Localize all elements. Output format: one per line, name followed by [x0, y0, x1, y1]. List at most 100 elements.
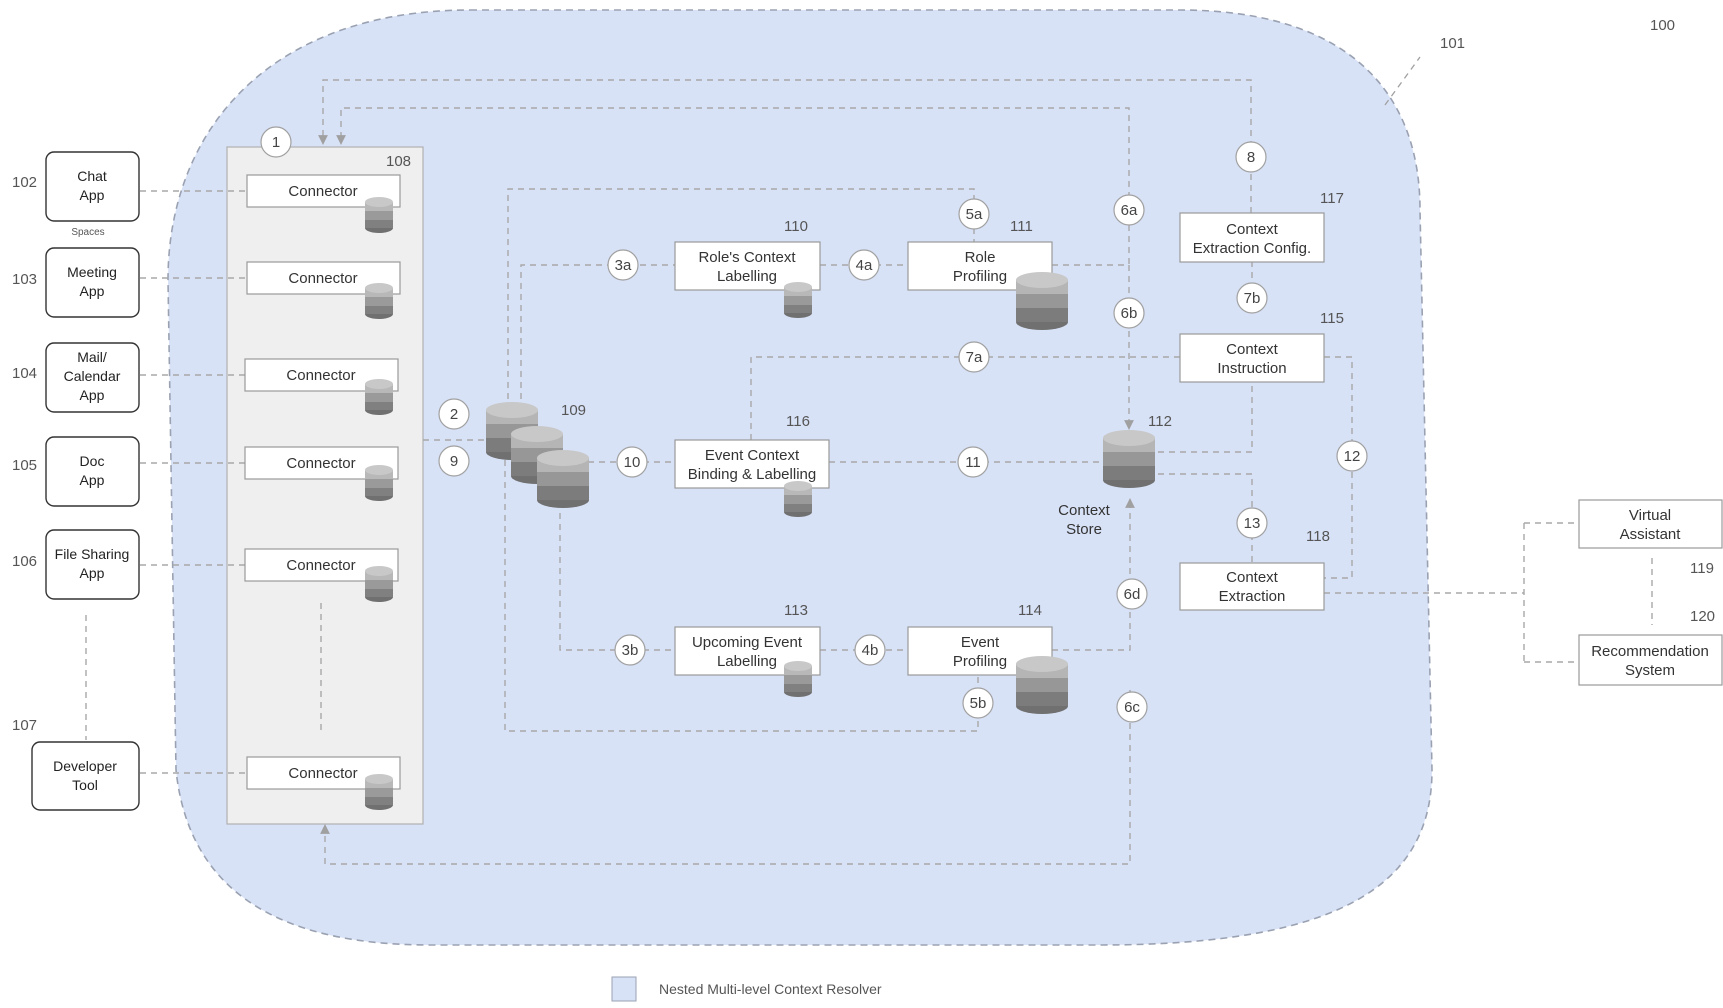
step-12: 12: [1336, 440, 1368, 472]
box-ref: 110: [784, 218, 808, 235]
svg-text:Context: Context: [1226, 341, 1279, 358]
step-4a: 4a: [848, 249, 880, 281]
step-3a: 3a: [607, 249, 639, 281]
database-icon: [365, 283, 393, 319]
event-context-binding[interactable]: Event Context Binding & Labelling 116: [674, 413, 830, 517]
context-extraction-config[interactable]: Context Extraction Config. 117: [1179, 190, 1344, 263]
database-icon: [1016, 272, 1068, 330]
step-9: 9: [438, 445, 470, 477]
database-icon: [1103, 430, 1155, 488]
svg-text:Virtual: Virtual: [1629, 507, 1671, 524]
svg-text:6d: 6d: [1124, 586, 1141, 603]
step-10: 10: [616, 446, 648, 478]
step-5a: 5a: [958, 198, 990, 230]
database-icon: [365, 566, 393, 602]
connector-meeting[interactable]: Connector: [246, 261, 401, 319]
svg-text:Connector: Connector: [288, 765, 357, 782]
legend-label: Nested Multi-level Context Resolver: [659, 981, 882, 997]
svg-text:Context: Context: [1226, 221, 1279, 238]
box-ref: 120: [1690, 608, 1715, 625]
app-chat[interactable]: Chat App 102: [12, 151, 140, 222]
box-ref: 119: [1690, 560, 1714, 577]
svg-text:Meeting: Meeting: [67, 264, 117, 280]
app-ref: 103: [12, 271, 37, 288]
svg-text:App: App: [80, 565, 105, 581]
box-ref: 113: [784, 602, 808, 619]
box-ref: 114: [1018, 602, 1042, 619]
figure-ref: 100: [1650, 17, 1675, 34]
svg-text:6a: 6a: [1121, 202, 1138, 219]
svg-text:System: System: [1625, 662, 1675, 679]
svg-text:Extraction: Extraction: [1219, 588, 1286, 605]
svg-text:File Sharing: File Sharing: [55, 546, 130, 562]
box-ref: 111: [1010, 218, 1033, 235]
context-extraction[interactable]: Context Extraction 118: [1179, 528, 1330, 611]
svg-text:Connector: Connector: [288, 183, 357, 200]
svg-text:4b: 4b: [862, 642, 879, 659]
role-context-labelling[interactable]: Role's Context Labelling 110: [674, 218, 821, 318]
svg-text:Event: Event: [961, 634, 1000, 651]
spaces-label: Spaces: [71, 227, 104, 238]
svg-text:7a: 7a: [966, 349, 983, 366]
context-store-ref: 112: [1148, 413, 1172, 430]
box-ref: 118: [1306, 528, 1330, 545]
step-2: 2: [438, 398, 470, 430]
event-profiling[interactable]: Event Profiling 114: [907, 602, 1068, 714]
app-mail-calendar[interactable]: Mail/ Calendar App 104: [12, 342, 140, 413]
developer-tool[interactable]: Developer Tool 107: [12, 717, 140, 811]
app-ref: 105: [12, 457, 37, 474]
context-instruction[interactable]: Context Instruction 115: [1179, 310, 1344, 383]
app-ref: 106: [12, 553, 37, 570]
svg-text:Role: Role: [965, 249, 996, 266]
svg-text:6c: 6c: [1124, 699, 1140, 716]
database-icon: [365, 465, 393, 501]
connector-chat[interactable]: Connector: [246, 174, 401, 233]
hub-ref: 109: [561, 402, 586, 419]
svg-text:Recommendation: Recommendation: [1591, 643, 1709, 660]
step-6d: 6d: [1116, 578, 1148, 610]
connector-file-sharing[interactable]: Connector: [244, 548, 399, 602]
svg-text:Profiling: Profiling: [953, 268, 1007, 285]
svg-text:Doc: Doc: [80, 453, 105, 469]
database-icon: [365, 379, 393, 415]
connector-doc[interactable]: Connector: [244, 446, 399, 501]
svg-text:5b: 5b: [970, 695, 987, 712]
database-icon: [784, 481, 812, 517]
svg-text:10: 10: [624, 454, 641, 471]
svg-text:Mail/: Mail/: [77, 349, 107, 365]
developer-tool-ref: 107: [12, 717, 37, 734]
role-profiling[interactable]: Role Profiling 111: [907, 218, 1068, 330]
step-8: 8: [1235, 141, 1267, 173]
recommendation-system[interactable]: Recommendation System 120: [1578, 608, 1723, 686]
connector-developer[interactable]: Connector: [246, 756, 401, 810]
svg-text:4a: 4a: [856, 257, 873, 274]
svg-text:Instruction: Instruction: [1217, 360, 1286, 377]
app-meeting[interactable]: Meeting App 103: [12, 247, 140, 318]
step-6a: 6a: [1113, 194, 1145, 226]
connector-panel: [226, 146, 424, 825]
svg-text:Profiling: Profiling: [953, 653, 1007, 670]
app-doc[interactable]: Doc App 105: [12, 436, 140, 507]
box-ref: 115: [1320, 310, 1344, 327]
svg-text:Extraction Config.: Extraction Config.: [1193, 240, 1311, 257]
app-file-sharing[interactable]: File Sharing App 106: [12, 529, 140, 600]
connector-mail-calendar[interactable]: Connector: [244, 358, 399, 415]
database-icon: [784, 661, 812, 697]
svg-text:5a: 5a: [966, 206, 983, 223]
app-ref: 102: [12, 174, 37, 191]
step-6b: 6b: [1113, 297, 1145, 329]
virtual-assistant[interactable]: Virtual Assistant 119: [1578, 499, 1723, 577]
svg-text:6b: 6b: [1121, 305, 1138, 322]
step-6c: 6c: [1116, 691, 1148, 723]
svg-text:App: App: [80, 283, 105, 299]
step-3b: 3b: [614, 634, 646, 666]
upcoming-event-labelling[interactable]: Upcoming Event Labelling 113: [674, 602, 821, 697]
svg-text:Upcoming Event: Upcoming Event: [692, 634, 803, 651]
svg-text:9: 9: [450, 453, 458, 470]
step-7a: 7a: [958, 341, 990, 373]
legend-swatch: [611, 976, 637, 1002]
svg-text:Assistant: Assistant: [1620, 526, 1682, 543]
svg-text:Event Context: Event Context: [705, 447, 800, 464]
